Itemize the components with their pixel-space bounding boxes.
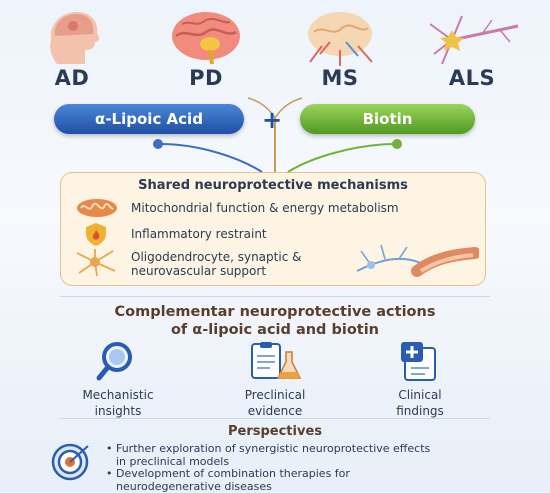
disease-label: AD — [12, 66, 132, 90]
plus-sign: + — [262, 106, 282, 134]
mitochondria-icon — [75, 197, 119, 219]
perspective-bullet: • Further exploration of synergistic neu… — [106, 443, 526, 468]
complementary-title-line2: of α-lipoic acid and biotin — [0, 321, 550, 339]
mechanism-item: Mitochondrial function & energy metaboli… — [131, 201, 399, 215]
perspective-bullet: • Development of combination therapies f… — [106, 468, 526, 493]
capsule-label: α-Lipoic Acid — [95, 110, 203, 128]
bullet-line: neurodegenerative diseases — [106, 481, 526, 493]
action-label: Mechanistic — [58, 388, 178, 402]
action-mechanistic: Mechanistic insights — [58, 340, 178, 418]
shield-flame-icon — [83, 221, 109, 247]
target-icon — [50, 442, 92, 482]
shared-mechanisms-panel: Shared neuroprotective mechanisms Mitoch… — [60, 172, 486, 286]
neurovascular-illustration — [351, 241, 479, 283]
section-divider — [60, 296, 490, 297]
action-label: findings — [360, 404, 480, 418]
action-label: Preclinical — [215, 388, 335, 402]
disease-ad: AD — [12, 6, 132, 90]
perspectives-title: Perspectives — [0, 424, 550, 439]
magnifier-icon — [93, 340, 143, 382]
head-profile-icon — [37, 6, 107, 68]
biotin-capsule: Biotin — [300, 104, 475, 134]
disease-label: ALS — [412, 66, 532, 90]
disease-pd: PD — [146, 6, 266, 90]
clipboard-flask-icon — [240, 340, 310, 382]
bullet-line: • Development of combination therapies f… — [106, 468, 526, 481]
disease-label: PD — [146, 66, 266, 90]
mechanism-item: neurovascular support — [131, 264, 266, 278]
mechanism-item: Inflammatory restraint — [131, 227, 267, 241]
neuron-icon — [422, 6, 522, 68]
complementary-title-line1: Complementar neuroprotective actions — [0, 303, 550, 321]
mechanism-item: Oligodendrocyte, synaptic & — [131, 250, 301, 264]
alpha-lipoic-acid-capsule: α-Lipoic Acid — [54, 104, 244, 134]
capsule-label: Biotin — [363, 110, 413, 128]
action-label: Clinical — [360, 388, 480, 402]
oligodendrocyte-icon — [73, 247, 119, 277]
disease-label: MS — [280, 66, 400, 90]
action-clinical: Clinical findings — [360, 340, 480, 418]
brain-icon — [166, 6, 246, 68]
disease-als: ALS — [412, 6, 532, 90]
medical-record-icon — [395, 340, 445, 382]
section-divider — [60, 418, 490, 419]
brain-nerves-icon — [300, 6, 380, 68]
action-preclinical: Preclinical evidence — [215, 340, 335, 418]
panel-title: Shared neuroprotective mechanisms — [61, 178, 485, 193]
disease-ms: MS — [280, 6, 400, 90]
action-label: insights — [58, 404, 178, 418]
bullet-line: • Further exploration of synergistic neu… — [106, 443, 526, 456]
action-label: evidence — [215, 404, 335, 418]
